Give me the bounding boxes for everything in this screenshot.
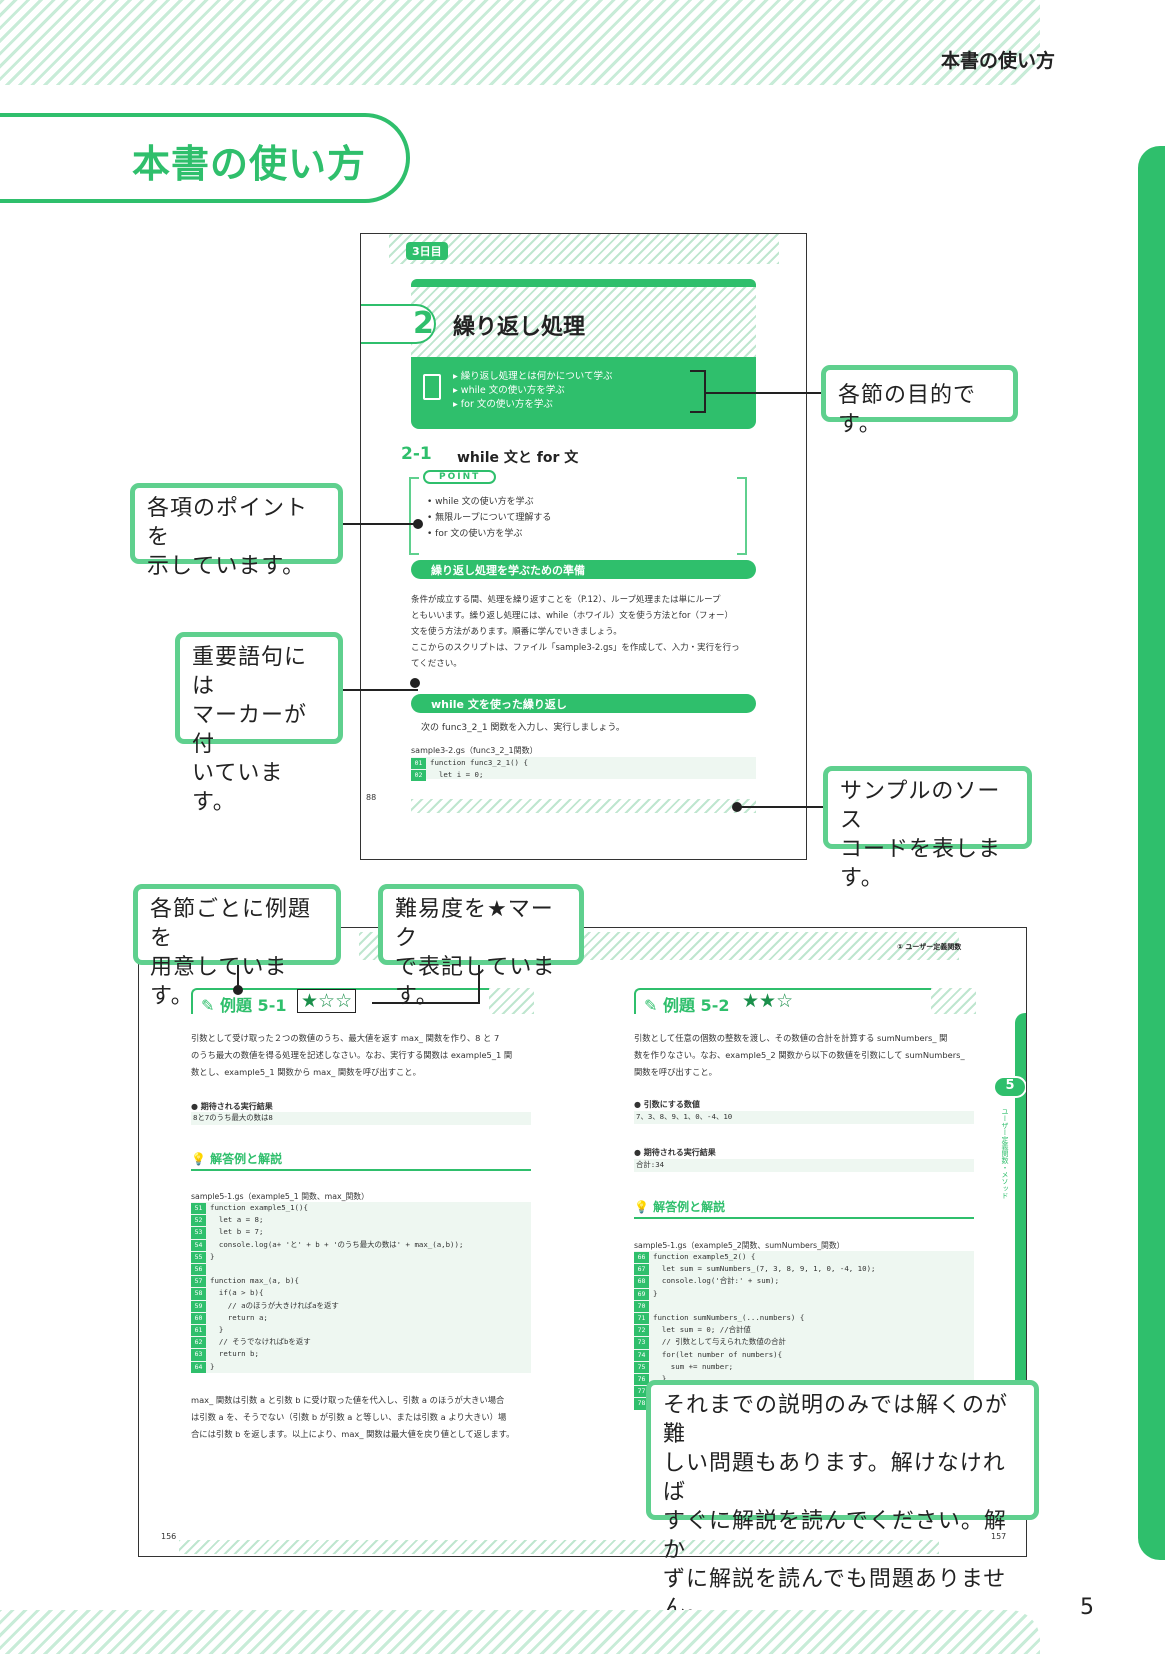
point-label: POINT [423,470,497,484]
difficulty-stars-right: ★★☆ [742,990,794,1012]
goals-icon [423,374,441,400]
goal-item: 繰り返し処理とは何かについて学ぶ [460,371,613,382]
bottom-hatch-band [0,1610,1040,1654]
heading-1: 繰り返し処理を学ぶための準備 [431,564,585,577]
example-paragraph-left: 引数として受け取った２つの数値のうち、最大値を返す max_ 関数を作り、8 と… [191,1033,513,1077]
callout-example: 各節ごとに例題を用意しています。 [133,884,341,1009]
example-title-left: ✎ 例題 5-1 [201,996,287,1015]
section-number: 2 [413,306,434,341]
callout-marker: 重要語句にはマーカーが付いています。 [175,632,343,815]
page-number-left: 156 [161,1532,177,1541]
page-title-tab [0,113,410,203]
side-tab-number: 5 [993,1076,1026,1098]
callout-goal: 各節の目的です。 [821,365,1018,437]
goal-item: for 文の使い方を学ぶ [460,399,553,410]
callout-hard-problems: それまでの説明のみでは解くのが難しい問題もあります。解けなければすぐに解説を読ん… [646,1380,1039,1621]
callout-source: サンプルのソースコードを表します。 [823,766,1032,891]
result-box-right: 合計:34 [634,1159,974,1172]
answer-title-left: 💡 解答例と解説 [191,1150,531,1171]
point-list: • while 文の使い方を学ぶ • 無限ループについて理解する • for 文… [427,497,552,539]
args-box-right: 7、3、8、9、1、0、-4、10 [634,1111,974,1124]
goal-item: while 文の使い方を学ぶ [460,385,565,396]
goals-box [411,357,756,429]
result-label-left: ● 期待される実行結果 [191,1102,273,1111]
right-edge-bar [1138,146,1165,1560]
difficulty-stars-left: ★☆☆ [297,989,357,1013]
page-number: 5 [1080,1595,1094,1620]
answer-title-right: 💡 解答例と解説 [634,1198,974,1219]
example-paragraph-right: 引数として任意の個数の整数を渡し、その数値の合計を計算する sumNumbers… [634,1033,965,1077]
page-number-right: 157 [991,1532,1007,1541]
code-caption-right: sample5-1.gs（example5_2関数、sumNumbers_関数） [634,1241,845,1250]
page-title: 本書の使い方 [132,142,367,186]
section-title: 繰り返し処理 [453,315,586,340]
args-label-right: ● 引数にする数値 [634,1100,700,1109]
paragraph-1: 条件が成立する間、処理を繰り返すことを（P.12）、ループ処理または単にループ … [411,595,740,669]
code-caption-left: sample5-1.gs（example5_1 関数、max_関数） [191,1192,369,1201]
heading-bar-1 [411,560,756,579]
heading-bar-2 [411,694,756,713]
subsection-title: while 文と for 文 [457,450,579,466]
side-tab-label: ユーザー定義関数・メソッド [1001,1108,1009,1199]
subsection-number: 2-1 [401,444,432,464]
example-title-right: ✎ 例題 5-2 [644,996,730,1015]
page-number: 88 [366,793,377,802]
point-item: for 文の使い方を学ぶ [435,529,523,539]
side-tab [1015,1013,1026,1463]
day-badge: 3日目 [406,242,448,260]
header-title: 本書の使い方 [940,50,1055,72]
top-hatch-band [0,0,1040,85]
sample-page-1: 3日目 2 繰り返し処理 ▸ 繰り返し処理とは何かについて学ぶ ▸ while … [360,233,807,860]
point-item: while 文の使い方を学ぶ [435,497,534,507]
callout-point: 各項のポイントを示しています。 [130,483,343,579]
example-header-left [191,988,531,1014]
point-item: 無限ループについて理解する [435,513,552,523]
paragraph-2: 次の func3_2_1 関数を入力し、実行しましょう。 [421,723,625,733]
goals-list: ▸ 繰り返し処理とは何かについて学ぶ ▸ while 文の使い方を学ぶ ▸ fo… [453,371,613,410]
code-caption: sample3-2.gs（func3_2_1関数） [411,746,538,755]
callout-difficulty: 難易度を★マークで表記しています。 [378,884,584,1009]
result-box-left: 8と7のうち最大の数は8 [191,1112,531,1125]
example-header-right [634,988,974,1014]
result-label-right: ● 期待される実行結果 [634,1148,716,1157]
explanation-paragraph-left: max_ 関数は引数 a と引数 b に受け取った値を代入し、引数 a のほうが… [191,1395,515,1439]
running-head: ① ユーザー定義関数 [897,943,962,951]
heading-2: while 文を使った繰り返し [431,698,567,711]
